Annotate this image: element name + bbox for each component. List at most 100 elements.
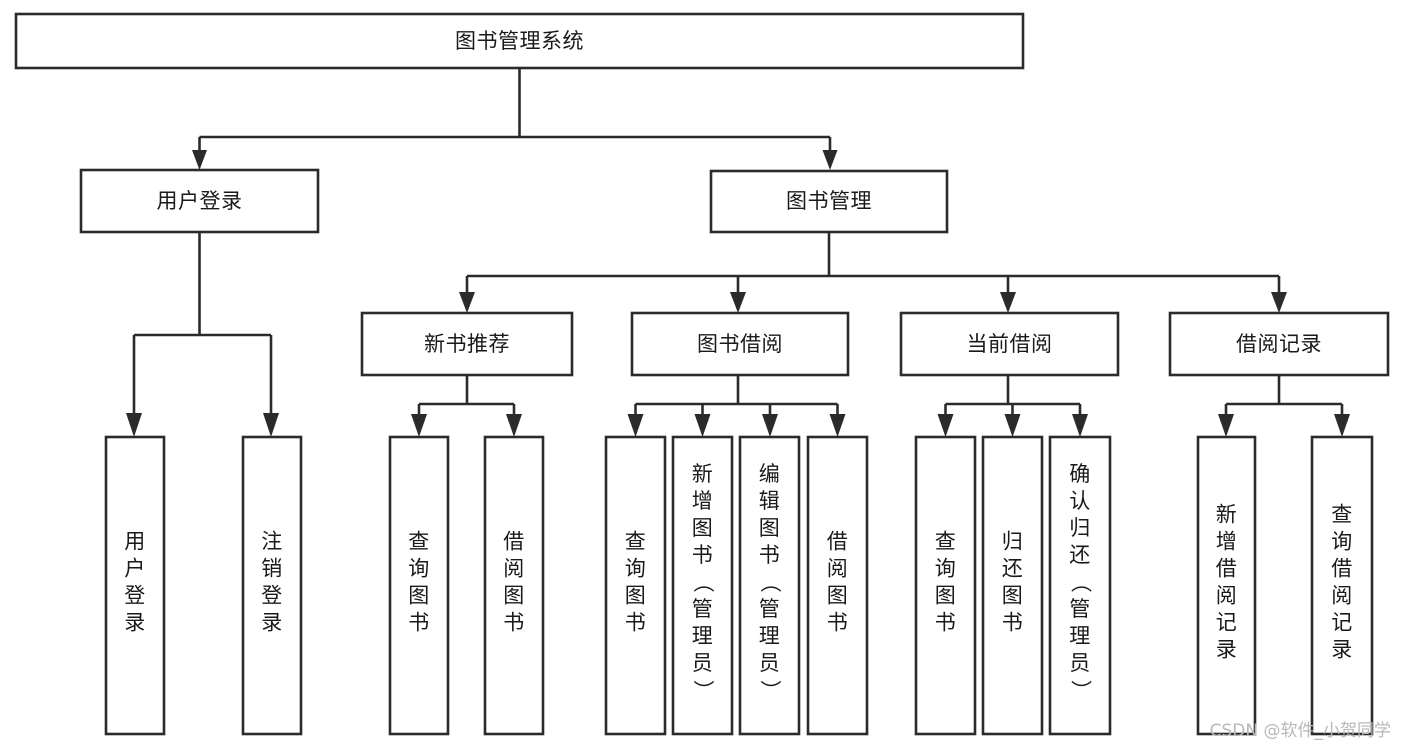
leaf-label-char: 图: [759, 516, 781, 540]
leaf-box-query-book[interactable]: [604, 435, 667, 736]
leaf-box-return-book[interactable]: [981, 435, 1044, 736]
leaf-box-confirm-return[interactable]: [1048, 435, 1112, 736]
node-book-manage[interactable]: 图书管理: [709, 169, 949, 234]
leaf-label-char: 记: [1331, 611, 1353, 635]
arrow-head-book-manage: [822, 150, 838, 170]
leaf-box-query-record[interactable]: [1310, 435, 1374, 736]
arrow-head-leaf-confirm-return: [1072, 414, 1088, 437]
leaf-label-char: 管: [759, 597, 781, 621]
leaf-label-char: 图: [827, 584, 849, 608]
leaf-label-char: 书: [1002, 611, 1024, 635]
arrow-head-book-borrow: [730, 292, 746, 313]
leaf-box-query-book-new[interactable]: [388, 435, 450, 736]
leaf-label-char: 阅: [1216, 584, 1238, 608]
leaf-label-char: 还: [1002, 557, 1024, 581]
leaf-label-char: 书: [625, 611, 647, 635]
connector-group-book-manage: [459, 232, 1287, 313]
leaf-label-char: 录: [1216, 638, 1238, 662]
leaf-label-layer: 用户登录注销登录查询图书借阅图书查询图书新增图书（管理员）编辑图书（管理员）借阅…: [124, 462, 1353, 702]
csdn-watermark: CSDN @软件_小贺同学: [1209, 721, 1391, 741]
leaf-label-char: 新: [1216, 503, 1238, 527]
node-new-book-recommend-label: 新书推荐: [424, 332, 510, 356]
node-root-box[interactable]: [14, 12, 1025, 70]
leaf-box-borrow-book[interactable]: [806, 435, 869, 736]
leaf-box-logout[interactable]: [241, 435, 303, 736]
leaf-label-char: 确: [1069, 462, 1091, 486]
leaf-label-char: 员: [759, 651, 781, 675]
leaf-label-char: 书: [759, 543, 781, 567]
connector-group-current-borrow: [937, 375, 1088, 437]
leaf-label-char: 图: [1002, 584, 1024, 608]
leaf-label-char: ）: [1068, 680, 1092, 702]
leaf-label-char: 归: [1069, 516, 1091, 540]
leaf-label-char: 理: [692, 624, 714, 648]
leaf-label-char: 借: [1216, 557, 1238, 581]
leaf-label-char: 询: [1331, 530, 1353, 554]
leaf-label-char: 管: [692, 597, 714, 621]
leaf-label-char: 增: [692, 489, 714, 513]
node-root-label: 图书管理系统: [455, 29, 584, 53]
leaf-label-char: 理: [759, 624, 781, 648]
leaf-label-char: 书: [408, 611, 430, 635]
leaf-label-char: 销: [261, 557, 283, 581]
node-borrow-record-box[interactable]: [1168, 311, 1390, 377]
leaf-label-char: 增: [1216, 530, 1238, 554]
node-borrow-record[interactable]: 借阅记录: [1168, 311, 1390, 377]
leaf-label-char: 图: [503, 584, 525, 608]
leaf-label-char: 录: [1331, 638, 1353, 662]
leaf-label-char: 书: [692, 543, 714, 567]
node-current-borrow[interactable]: 当前借阅: [899, 311, 1120, 377]
leaf-label-char: 员: [692, 651, 714, 675]
arrow-head-current-borrow: [1000, 292, 1016, 313]
leaf-label-char: 阅: [503, 557, 525, 581]
node-book-borrow-box[interactable]: [630, 311, 850, 377]
leaf-label-char: （: [758, 572, 782, 594]
connector-group-borrow-record: [1218, 375, 1350, 437]
leaf-label-char: 新: [692, 462, 714, 486]
leaf-label-char: 员: [1069, 651, 1091, 675]
leaf-label-char: 阅: [1331, 584, 1353, 608]
node-current-borrow-box[interactable]: [899, 311, 1120, 377]
node-user-login[interactable]: 用户登录: [79, 168, 320, 234]
leaf-label-char: 还: [1069, 543, 1091, 567]
node-borrow-record-label: 借阅记录: [1236, 332, 1322, 356]
leaf-label-char: 录: [261, 611, 283, 635]
leaf-label-char: 书: [935, 611, 957, 635]
node-root[interactable]: 图书管理系统: [14, 12, 1025, 70]
leaf-label-char: 询: [408, 557, 430, 581]
arrow-head-leaf-edit-book: [762, 414, 778, 437]
leaf-label-char: 理: [1069, 624, 1091, 648]
leaf-label-char: 询: [935, 557, 957, 581]
leaf-label-char: 查: [408, 530, 430, 554]
leaf-label-char: 登: [261, 584, 283, 608]
node-new-book-recommend[interactable]: 新书推荐: [360, 311, 574, 377]
leaf-box-query-book-cur[interactable]: [914, 435, 977, 736]
arrow-head-leaf-borrow-book-new: [506, 414, 522, 437]
leaf-label-char: 询: [625, 557, 647, 581]
node-new-book-recommend-box[interactable]: [360, 311, 574, 377]
arrow-head-leaf-user-login: [126, 413, 142, 437]
connector-group-user-login: [126, 232, 279, 437]
leaf-box-add-record[interactable]: [1196, 435, 1257, 736]
node-book-manage-box[interactable]: [709, 169, 949, 234]
leaf-box-borrow-book-new[interactable]: [483, 435, 545, 736]
leaf-label-char: 录: [124, 611, 146, 635]
leaf-box-edit-book[interactable]: [738, 435, 801, 736]
leaf-box-add-book[interactable]: [671, 435, 734, 736]
leaf-label-char: 图: [935, 584, 957, 608]
arrow-head-leaf-borrow-book: [829, 414, 846, 437]
node-book-borrow[interactable]: 图书借阅: [630, 311, 850, 377]
node-user-login-box[interactable]: [79, 168, 320, 234]
node-book-borrow-label: 图书借阅: [697, 332, 783, 356]
leaf-label-char: ）: [691, 680, 715, 702]
leaf-box-user-login[interactable]: [104, 435, 166, 736]
